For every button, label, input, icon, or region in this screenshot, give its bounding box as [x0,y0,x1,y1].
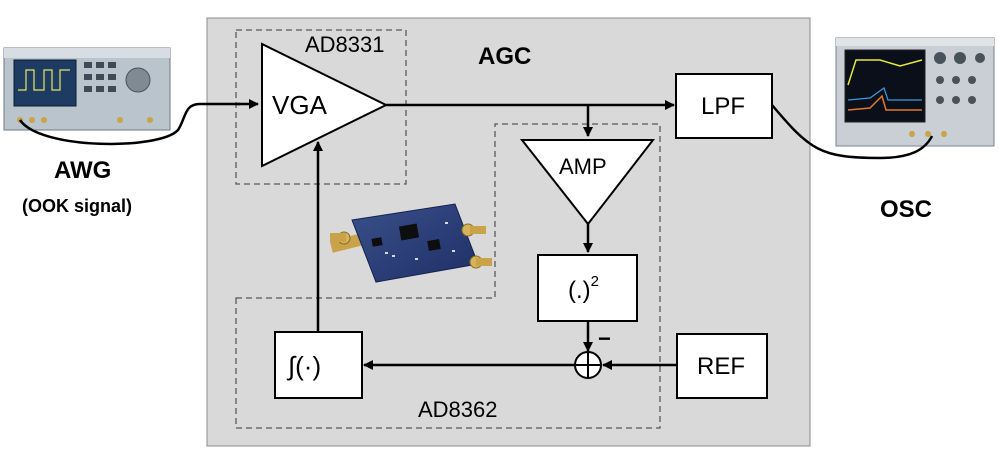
osc-label: OSC [880,196,932,223]
awg-cable [18,102,240,146]
osc-cable [771,104,934,160]
lpf-label: LPF [701,93,745,120]
awg-instrument-image [3,47,171,131]
integrator-block [274,331,363,399]
lpf-block [675,73,773,139]
agc-label: AGC [478,43,531,70]
vga-triangle [261,42,389,168]
ad8362-region [235,123,661,429]
square-block [537,254,638,322]
integrator-label: ∫(·) [286,351,321,381]
square-exponent-label: 2 [591,273,599,290]
summing-junction [574,351,602,379]
awg-label: AWG [54,157,111,184]
ref-label: REF [697,353,745,380]
amp-triangle [519,139,656,226]
minus-sign: − [598,326,611,351]
amp-label: AMP [559,154,607,179]
square-base-label: (.) [568,277,591,304]
awg-sub-label: (OOK signal) [22,196,132,216]
ad8331-region [235,29,407,185]
square-label: (.)2 [568,273,599,304]
ad8362-label: AD8362 [418,397,498,422]
vga-label: VGA [272,90,328,120]
ad8331-label: AD8331 [305,32,385,57]
pcb-board-image [329,203,492,283]
osc-instrument-image [835,37,995,147]
ref-block [676,333,768,399]
